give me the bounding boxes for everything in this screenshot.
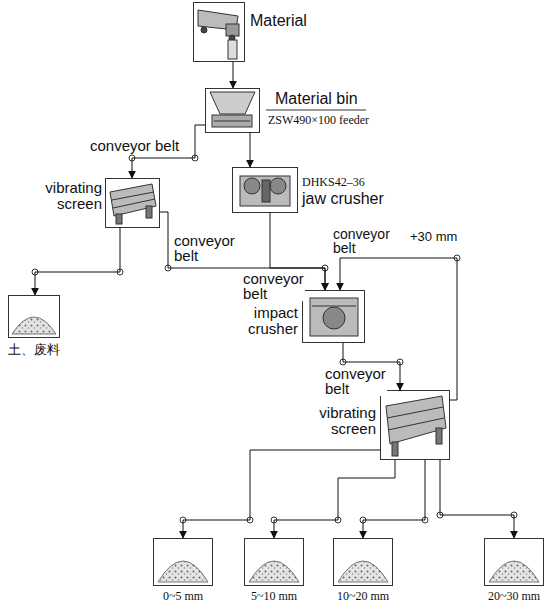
belt-label: conveyor belt [174, 233, 240, 263]
belt-label: conveyor belt [90, 137, 179, 154]
drawing-part [310, 298, 358, 336]
belt-label: conveyor belt [325, 366, 387, 396]
drawing-part [12, 317, 56, 334]
screen-frame: vibrating screen [380, 390, 450, 460]
node-title: impact crusher [236, 305, 298, 337]
waste-pile-illustration [12, 317, 56, 334]
size-note: +30 mm [410, 229, 457, 244]
size-label: 0~5 mm [138, 590, 228, 603]
drawing-part [323, 307, 345, 329]
screen-frame: vibrating screen [105, 178, 160, 228]
crusher-frame: DHKS42–36jaw crusher [232, 167, 298, 213]
size-label: 10~20 mm [318, 590, 408, 603]
truck-frame: Material [193, 2, 245, 62]
belt-roller [32, 155, 517, 523]
drawing-part [262, 180, 270, 202]
model-number: ZSW490×100 feeder [268, 113, 369, 127]
drawing-part [116, 214, 122, 224]
drawing-part [266, 110, 366, 111]
node-title: jaw crusher [302, 190, 384, 208]
drawing-part [228, 40, 237, 59]
drawing-part [244, 178, 260, 194]
drawing-part [386, 396, 446, 444]
belt-label: conveyor belt [333, 227, 403, 255]
truck-illustration [198, 10, 239, 59]
conveyor-line [183, 450, 380, 538]
size-label: 5~10 mm [229, 590, 319, 603]
pile-frame: 5~10 mm [244, 538, 304, 586]
drawing-part [212, 115, 252, 127]
drawing-part [146, 206, 152, 218]
drawing-part [436, 428, 442, 444]
drawing-part [210, 92, 255, 114]
drawing-part [214, 121, 250, 122]
belt-label: conveyor belt [243, 271, 305, 301]
conveyor-line [440, 460, 514, 538]
gravel-pile-illustration [158, 561, 539, 582]
screen-illustration [386, 396, 446, 456]
drawing-part [270, 178, 286, 194]
drawing-part [387, 407, 443, 418]
drawing-part [201, 27, 207, 33]
node-title: Material bin [275, 90, 358, 108]
model-number: DHKS42–36 [302, 175, 365, 189]
feeder-frame: Material binZSW490×100 feeder [205, 88, 260, 133]
drawing-part [312, 306, 356, 307]
impact-crusher-illustration [310, 298, 358, 336]
jaw-crusher-illustration [240, 176, 290, 206]
pile-frame: 土、废料 [8, 295, 60, 338]
conveyor-line [250, 133, 251, 167]
pile-frame: 10~20 mm [333, 538, 393, 586]
node-title: 土、废料 [4, 342, 64, 357]
screen-illustration [110, 184, 156, 224]
drawing-part [240, 176, 290, 206]
node-title: vibrating screen [32, 180, 102, 212]
pile-frame: 20~30 mm [484, 538, 544, 586]
feeder-illustration [210, 92, 255, 127]
conveyor-line [233, 62, 234, 88]
pile-frame: 0~5 mm [153, 538, 213, 586]
drawing-part [489, 561, 539, 582]
drawing-part [226, 24, 239, 36]
title-underline [266, 110, 366, 111]
node-title: Material [250, 12, 307, 30]
drawing-part [338, 561, 388, 582]
conveyor-line [35, 228, 120, 295]
drawing-part [392, 442, 398, 456]
conveyor-line [363, 460, 425, 538]
drawing-part [112, 192, 154, 200]
crusher-frame: impact crusher [302, 290, 365, 343]
node-title: vibrating screen [306, 405, 376, 437]
drawing-part [158, 561, 208, 582]
conveyor-line [274, 460, 395, 538]
drawing-part [249, 561, 299, 582]
size-label: 20~30 mm [469, 590, 554, 603]
